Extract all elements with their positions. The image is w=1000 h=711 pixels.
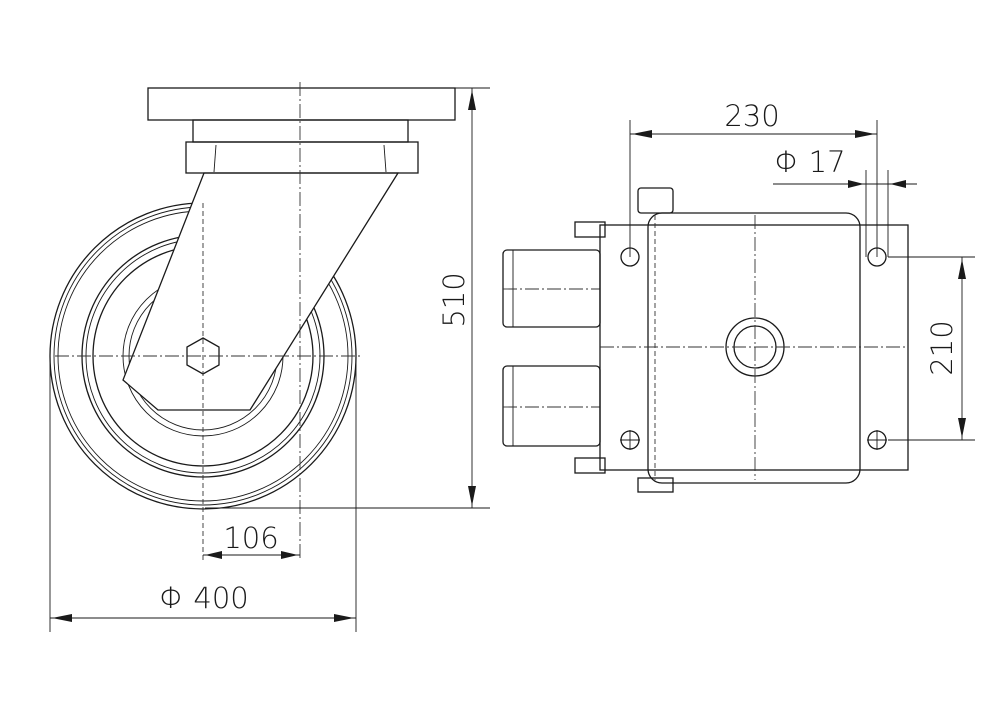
dim-wheel-diameter-400: Φ 400 [159, 581, 249, 615]
housing [647, 212, 861, 484]
swivel-flange [185, 141, 419, 174]
bolt-head [637, 187, 674, 214]
wheel-upper [502, 249, 601, 328]
dim-bolt-spacing-230: 230 [724, 99, 779, 133]
swivel-neck [192, 119, 409, 143]
dim-height-510: 510 [437, 272, 471, 327]
dim-bolt-spacing-210: 210 [925, 320, 959, 375]
wheel-lower [502, 365, 601, 447]
top-view: 230 Φ 17 210 [502, 99, 975, 493]
mounting-plate [599, 224, 909, 471]
side-view: 510 106 Φ 400 [49, 82, 490, 632]
dim-hole-diameter-17: Φ 17 [774, 145, 845, 179]
top-plate [147, 87, 456, 121]
dim-offset-106: 106 [223, 521, 278, 555]
